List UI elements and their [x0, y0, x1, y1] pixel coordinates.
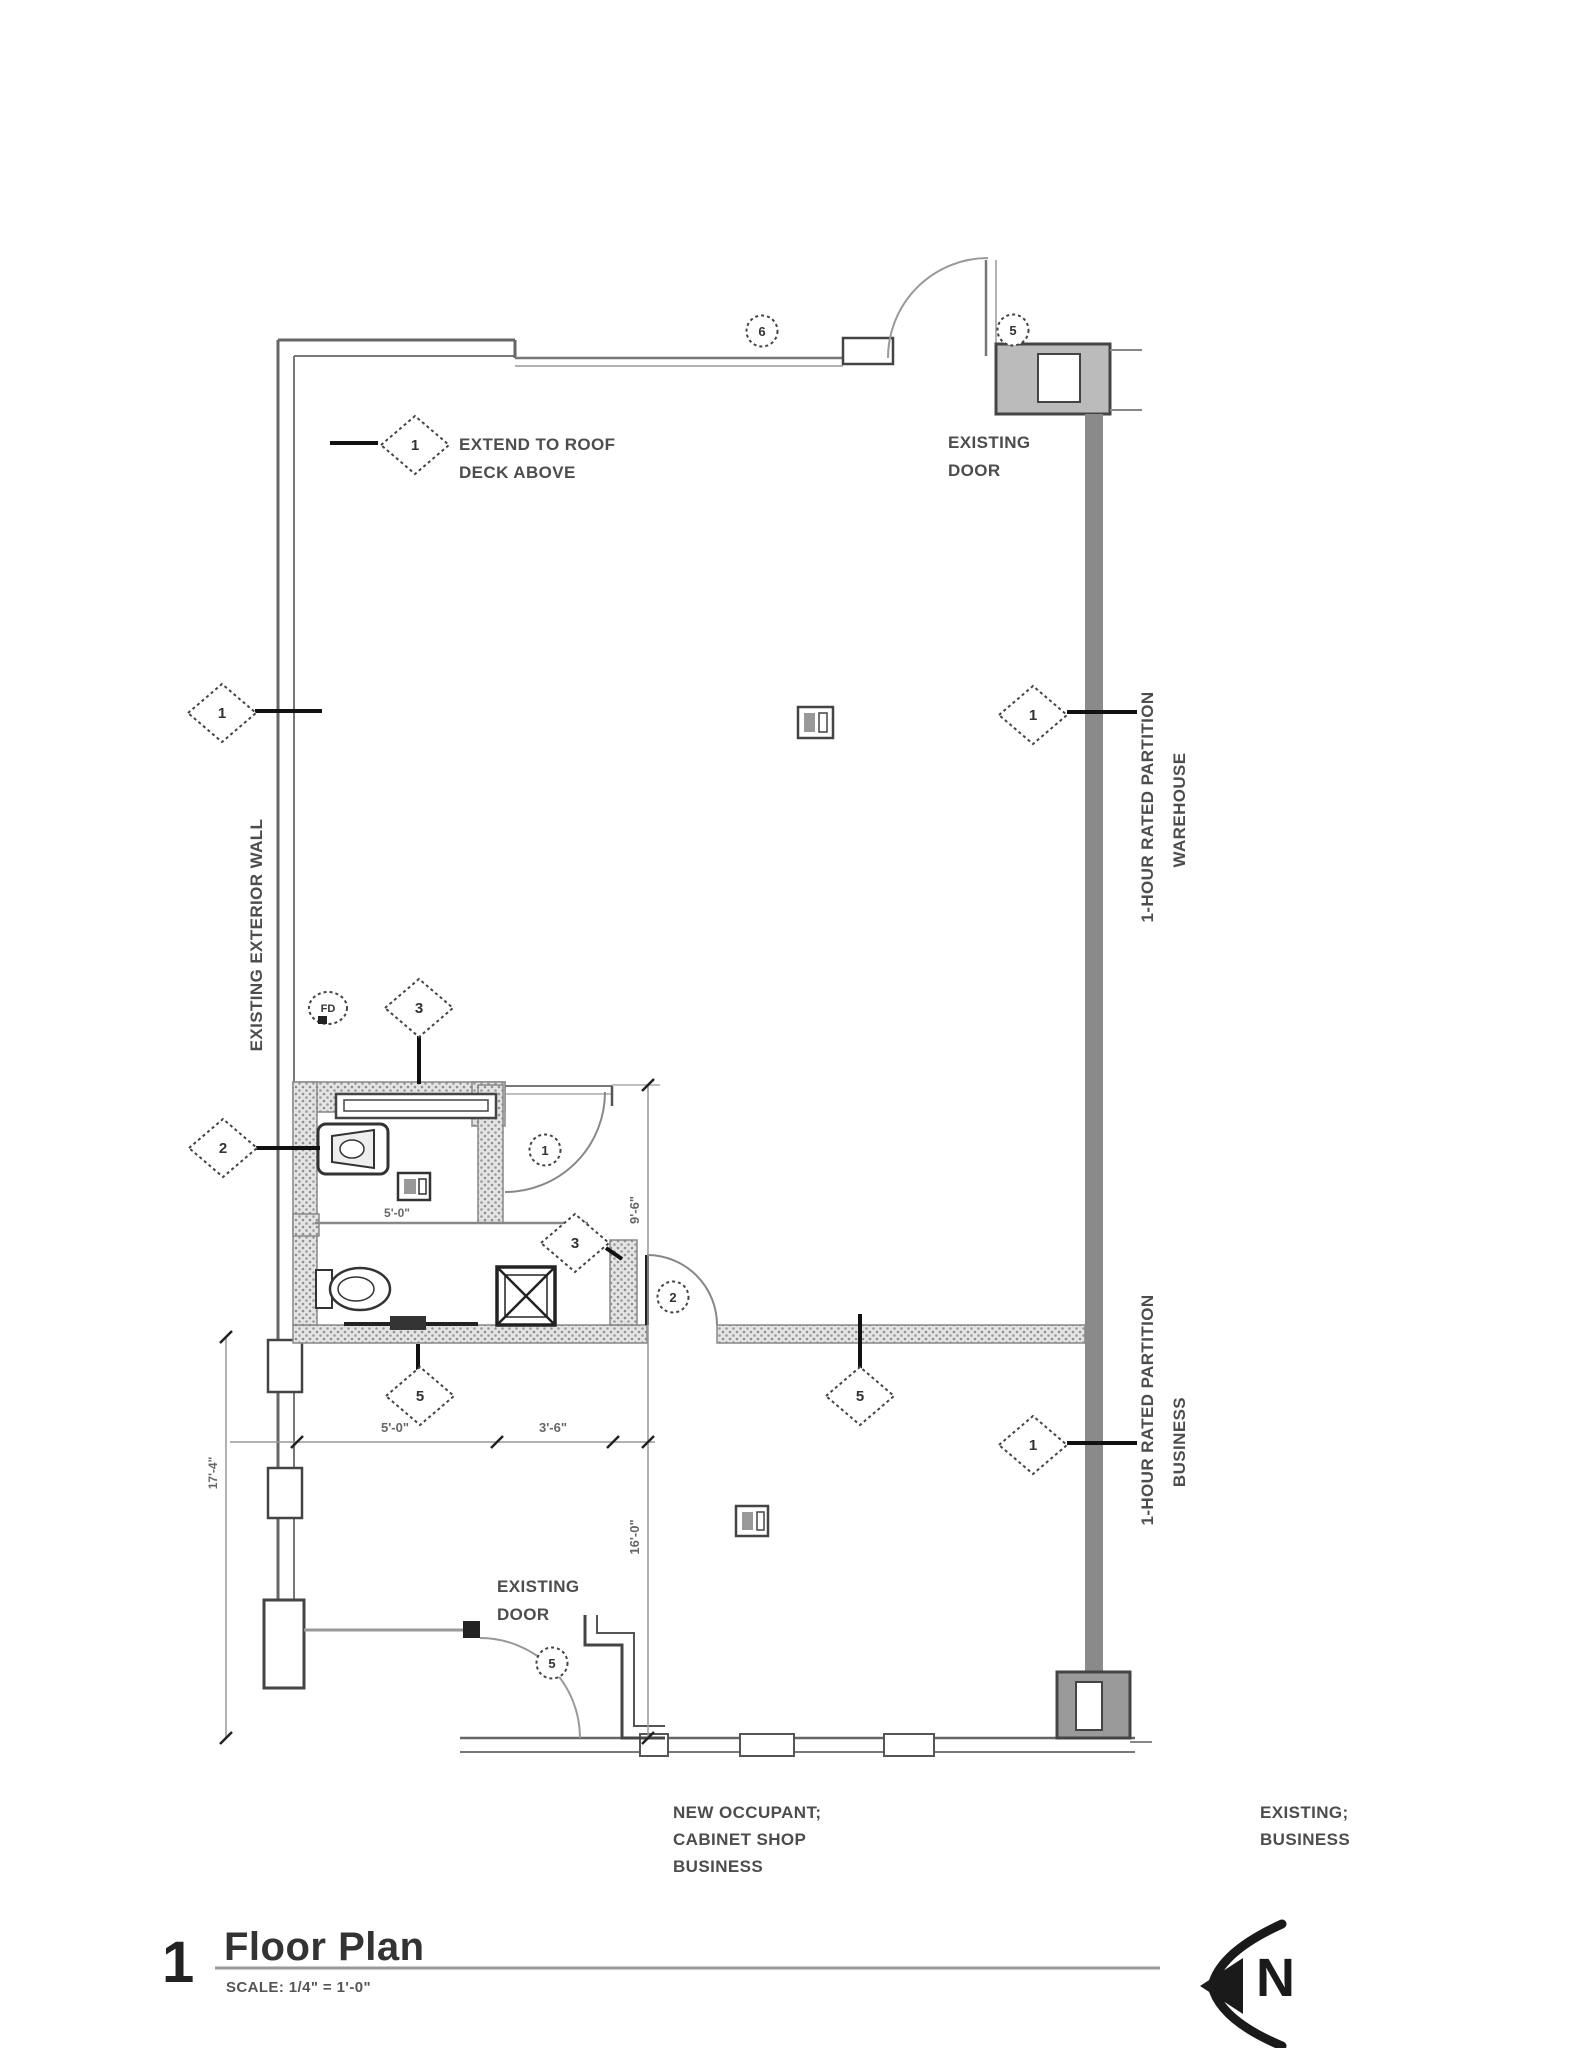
lavatory-counter: [334, 1092, 498, 1120]
floor-drain-marker: FD: [308, 991, 348, 1025]
entry-door-hinge: [463, 1621, 480, 1638]
door-jamb-slot: [1037, 353, 1081, 403]
floor-box-restroom-inner: [404, 1179, 416, 1194]
hatched-partitions: [292, 1081, 1086, 1344]
floor-box-warehouse-inner2: [818, 712, 828, 733]
extend-roof-label-2: DECK ABOVE: [459, 463, 576, 482]
existing-door-top-label-2: DOOR: [948, 461, 1001, 480]
existing-door-top-label-1: EXISTING: [948, 433, 1031, 452]
bottom-column-slot: [1075, 1681, 1103, 1731]
door-tag-top-existing: 5: [1009, 323, 1016, 338]
wall-tag-diamond: [997, 1414, 1069, 1476]
partition-warehouse-label-2: WAREHOUSE: [1170, 752, 1189, 867]
dimensions: 5'-0" 3'-6" 9'-6" 16'-0" 17'-4" 5'-0": [206, 1078, 660, 1745]
dim-9-6: 9'-6": [627, 1196, 642, 1224]
wall-tag-diamond: [379, 414, 451, 476]
mop-sink-inner: [504, 1274, 548, 1318]
wall-tag-1-left: 1: [218, 705, 226, 722]
floor-box-restroom-inner2: [418, 1178, 427, 1195]
rated-partition-left: [292, 1324, 648, 1344]
extend-roof-label-1: EXTEND TO ROOF: [459, 435, 615, 454]
door-tag-restroom: 1: [541, 1143, 548, 1158]
wall-tag-1-business: 1: [1029, 1437, 1037, 1454]
pilaster: [266, 1338, 304, 1394]
new-occupant-label-1: NEW OCCUPANT;: [673, 1803, 821, 1822]
partition-business-label-1: 1-HOUR RATED PARTITION: [1138, 1294, 1157, 1525]
vestibule-wall: [583, 1615, 665, 1740]
wall-type-tags: 1 1 1 3 2 3 5 5 1: [186, 414, 1137, 1476]
dim-16-0: 16'-0": [627, 1519, 642, 1554]
floor-box-business-inner: [742, 1512, 753, 1530]
rated-partition-right: [716, 1324, 1086, 1344]
storefront-mullion: [883, 1733, 935, 1757]
wall-tag-1-warehouse: 1: [1029, 707, 1037, 724]
dim-5-0: 5'-0": [381, 1420, 409, 1435]
floor-box-business-inner2: [756, 1511, 765, 1531]
toilet-2: [328, 1266, 392, 1312]
north-arrow-tip: [1200, 1958, 1243, 2014]
wall-tag-2-left: 2: [219, 1140, 227, 1157]
rated-partition-wall: [994, 342, 1152, 1743]
restroom-west-wall: [292, 1081, 318, 1326]
pilaster: [266, 1466, 304, 1520]
toilet-1-seat: [339, 1139, 365, 1159]
north-arrow: N: [1200, 1919, 1295, 2048]
title-block: 1 Floor Plan SCALE: 1/4" = 1'-0": [162, 1925, 1160, 1996]
wall-tag-diamond: [384, 1365, 456, 1427]
exterior-walls: [262, 260, 1135, 1757]
partition-door-swing: [646, 1254, 718, 1326]
annotations: EXTEND TO ROOF DECK ABOVE EXISTING DOOR …: [247, 433, 1350, 1876]
restroom-door-swing: [504, 1091, 606, 1193]
door-tags: 6 5 1 2 5: [528, 313, 1030, 1680]
wall-tag-1-top: 1: [411, 437, 419, 454]
new-occupant-label-3: BUSINESS: [673, 1857, 763, 1876]
divider-end: [292, 1213, 320, 1237]
wall-tag-diamond: [997, 684, 1069, 746]
dim-3-6: 3'-6": [539, 1420, 567, 1435]
existing-business-label-1: EXISTING;: [1260, 1803, 1349, 1822]
door-tag-top-wall: 6: [758, 324, 765, 339]
grab-bar-block: [390, 1316, 426, 1330]
wall-tag-diamond: [383, 977, 455, 1039]
wall-tag-diamond: [824, 1365, 896, 1427]
scale-note: SCALE: 1/4" = 1'-0": [226, 1979, 371, 1996]
partition-warehouse-label-1: 1-HOUR RATED PARTITION: [1138, 691, 1157, 922]
one-hour-wall: [1085, 414, 1103, 1672]
fixtures: [315, 705, 835, 1538]
dim-17-4: 17'-4": [206, 1457, 220, 1490]
lavatory-counter-inner: [343, 1099, 489, 1112]
toilet-2-bowl: [337, 1276, 375, 1302]
top-door-leaf: [841, 336, 895, 366]
wall-tag-diamond: [187, 1117, 259, 1179]
sheet-detail-number: 1: [162, 1930, 194, 1995]
existing-door-bottom-label-2: DOOR: [497, 1605, 550, 1624]
floor-box-warehouse-inner: [804, 713, 815, 732]
wall-tag-5-left: 5: [416, 1388, 424, 1405]
door-tag-entry: 5: [548, 1656, 555, 1671]
wall-tag-3-janitor: 3: [571, 1235, 579, 1252]
north-label: N: [1256, 1948, 1295, 2008]
wall-tag-5-right: 5: [856, 1388, 864, 1405]
partition-business-label-2: BUSINESS: [1170, 1397, 1189, 1487]
wall-tag-3-restroom: 3: [415, 1000, 423, 1017]
existing-door-bottom-label-1: EXISTING: [497, 1577, 580, 1596]
existing-business-label-2: BUSINESS: [1260, 1830, 1350, 1849]
wall-tag-diamond: [539, 1212, 611, 1274]
door-tag-partition: 2: [669, 1290, 676, 1305]
drawing-title: Floor Plan: [224, 1925, 425, 1969]
wall-tag-diamond: [186, 682, 258, 744]
vestibule-wall-inner: [596, 1615, 665, 1727]
new-occupant-label-2: CABINET SHOP: [673, 1830, 806, 1849]
corner-column: [262, 1598, 306, 1690]
floor-drain-label: FD: [321, 1003, 336, 1015]
top-existing-door-swing: [887, 257, 989, 359]
storefront-mullion: [739, 1733, 795, 1757]
dim-bath-width: 5'-0": [384, 1206, 410, 1220]
existing-exterior-wall-label: EXISTING EXTERIOR WALL: [247, 819, 266, 1052]
